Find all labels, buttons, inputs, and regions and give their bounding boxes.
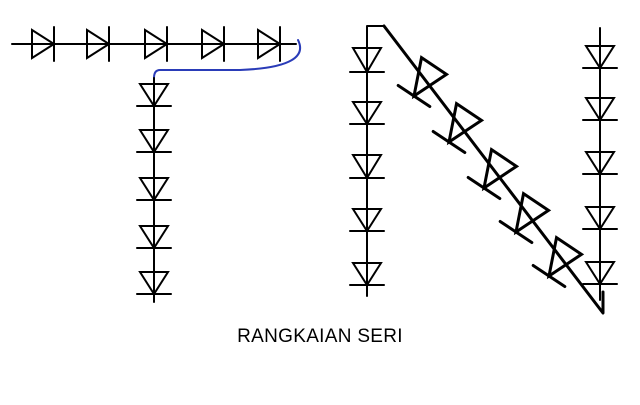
diode-triangle bbox=[138, 177, 170, 202]
diode-symbol bbox=[582, 151, 618, 176]
diode-cathode-bar bbox=[431, 129, 467, 155]
diode-symbol bbox=[349, 208, 385, 233]
diode-triangle bbox=[481, 147, 520, 192]
diode-symbol bbox=[466, 147, 520, 201]
diode-symbol bbox=[396, 55, 450, 109]
diode-symbol bbox=[136, 177, 172, 202]
diode-symbol bbox=[498, 191, 552, 245]
diagram-caption: RANGKAIAN SERI bbox=[237, 326, 403, 347]
diode-triangle bbox=[138, 271, 170, 296]
diode-triangle bbox=[144, 28, 169, 60]
diode-triangle bbox=[86, 28, 111, 60]
diode-triangle bbox=[138, 225, 170, 250]
diode-triangle bbox=[138, 83, 170, 108]
diode-symbol bbox=[349, 262, 385, 287]
diode-triangle bbox=[138, 129, 170, 154]
diode-symbol bbox=[136, 83, 172, 108]
diode-triangle bbox=[351, 154, 383, 180]
letter-n-diode-chain bbox=[349, 24, 618, 315]
diode-cathode-bar bbox=[498, 219, 534, 245]
diode-cathode-bar bbox=[396, 83, 432, 109]
diode-symbol bbox=[201, 26, 226, 62]
diode-symbol bbox=[349, 47, 385, 74]
diode-symbol bbox=[431, 101, 485, 155]
diode-symbol bbox=[136, 225, 172, 250]
diode-triangle bbox=[351, 208, 383, 233]
diode-triangle bbox=[351, 47, 383, 74]
diode-triangle bbox=[446, 101, 485, 146]
diode-symbol bbox=[257, 26, 282, 62]
diode-cathode-bar bbox=[466, 175, 502, 201]
diode-symbol bbox=[144, 26, 169, 62]
diode-triangle bbox=[546, 235, 585, 280]
diode-symbol bbox=[349, 154, 385, 180]
diode-triangle bbox=[584, 151, 616, 176]
diode-symbol bbox=[531, 235, 585, 289]
diode-triangle bbox=[31, 28, 56, 60]
diode-triangle bbox=[351, 101, 383, 126]
connector-wire bbox=[153, 39, 302, 79]
diode-triangle bbox=[584, 206, 616, 231]
diode-symbol bbox=[136, 271, 172, 296]
diode-symbol bbox=[582, 97, 618, 122]
letter-t-diode-chain bbox=[11, 26, 302, 303]
diode-symbol bbox=[136, 129, 172, 154]
diode-triangle bbox=[584, 97, 616, 122]
diode-triangle bbox=[584, 45, 616, 70]
diode-symbol bbox=[349, 101, 385, 126]
left-column-wire bbox=[366, 25, 385, 297]
diode-symbol bbox=[86, 26, 111, 62]
diode-triangle bbox=[513, 191, 552, 236]
diode-cathode-bar bbox=[531, 263, 567, 289]
diode-triangle bbox=[257, 28, 282, 60]
diode-symbol bbox=[582, 206, 618, 231]
diode-triangle bbox=[351, 262, 383, 287]
diode-symbol bbox=[582, 261, 618, 286]
diode-triangle bbox=[411, 55, 450, 100]
diode-symbol bbox=[582, 45, 618, 70]
diode-triangle bbox=[584, 261, 616, 286]
diode-symbol bbox=[31, 26, 56, 62]
diode-triangle bbox=[201, 28, 226, 60]
diagonal-wire bbox=[382, 24, 605, 315]
